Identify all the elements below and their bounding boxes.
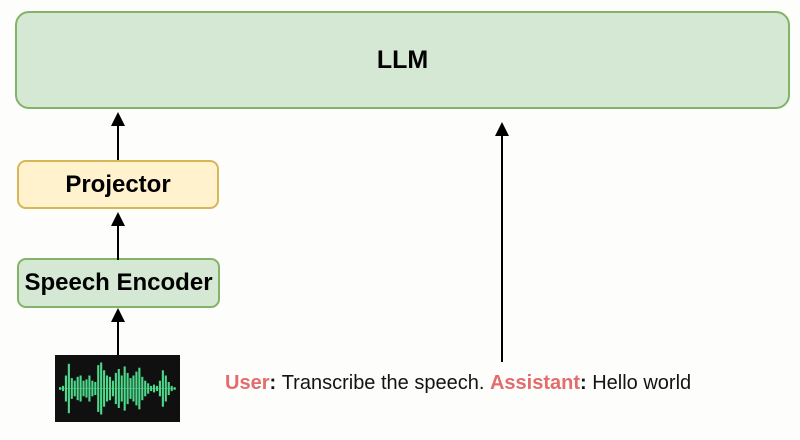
arrow-shaft (117, 224, 119, 260)
arrow-encoder-to-projector-icon (111, 212, 125, 260)
message-text: Transcribe the speech. (281, 372, 490, 394)
arrow-prompt-to-llm-icon (495, 122, 509, 362)
arrow-projector-to-llm-icon (111, 112, 125, 160)
speech-encoder-label: Speech Encoder (24, 269, 213, 296)
arrowhead-icon (111, 212, 125, 226)
arrow-shaft (117, 124, 119, 160)
speech-waveform-icon (55, 355, 180, 422)
arrowhead-icon (111, 112, 125, 126)
projector-label: Projector (65, 170, 171, 198)
speaker-label: Assistant (489, 372, 580, 394)
arrowhead-icon (495, 122, 509, 136)
speaker-label: User (225, 372, 270, 394)
llm-label: LLM (376, 45, 429, 74)
speech-encoder-box: Speech Encoder (17, 258, 220, 308)
arrow-shaft (117, 320, 119, 356)
message-text: : (269, 372, 282, 394)
message-text: Hello world (592, 372, 692, 394)
message-text: : (580, 372, 593, 394)
projector-box: Projector (17, 160, 219, 209)
arrow-shaft (501, 134, 503, 362)
llm-box: LLM (15, 11, 790, 109)
arrowhead-icon (111, 308, 125, 322)
waveform-graphic (59, 362, 176, 415)
conversation-text: User: Transcribe the speech. Assistant: … (225, 371, 785, 395)
arrow-waveform-to-encoder-icon (111, 308, 125, 356)
